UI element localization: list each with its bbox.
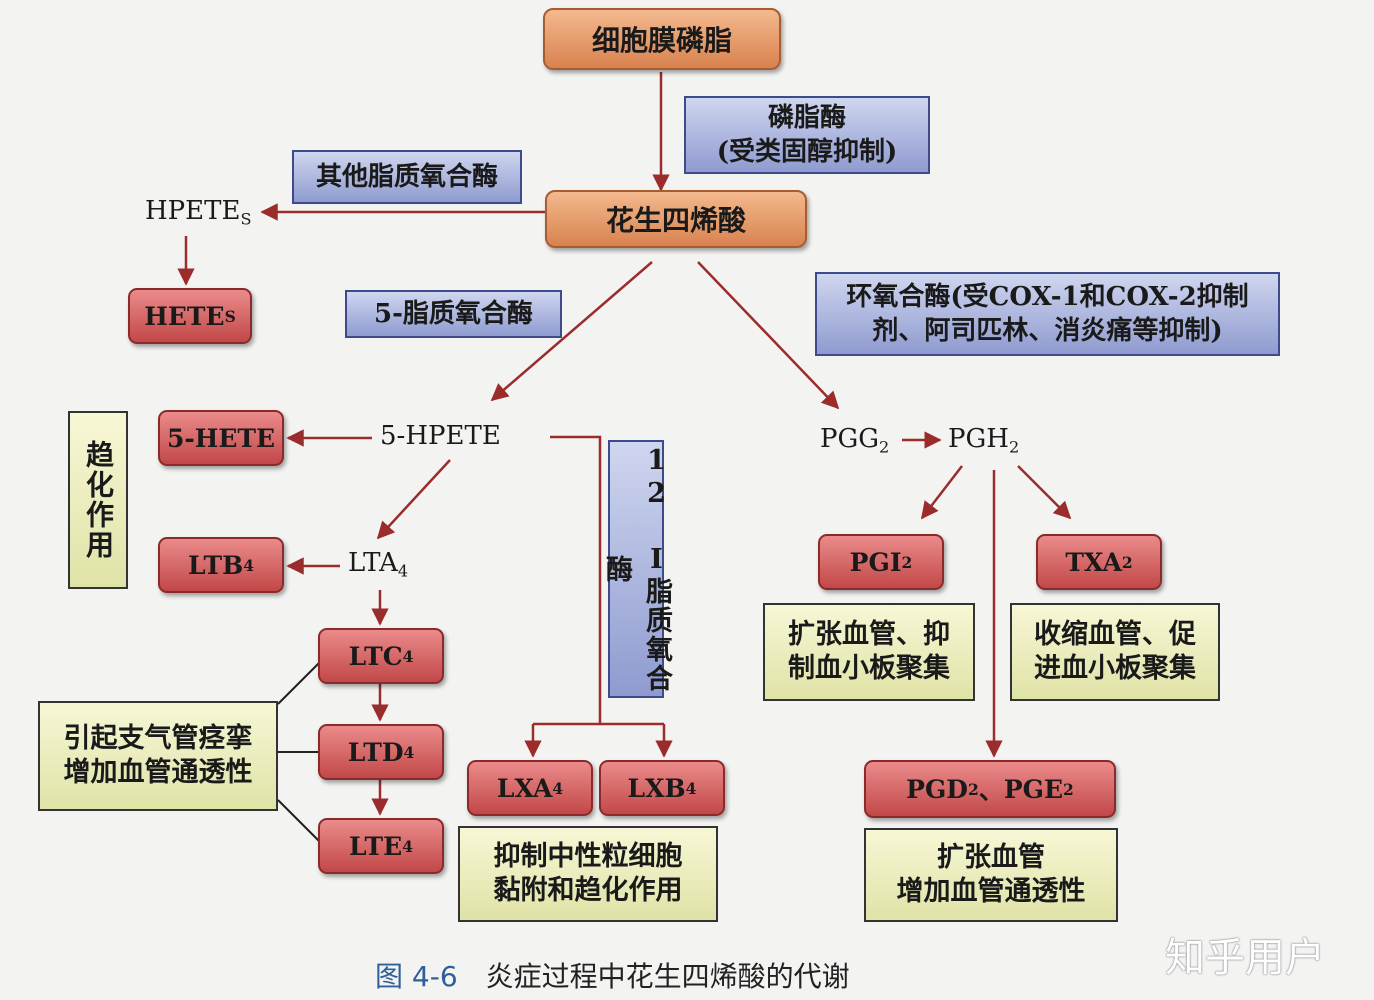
node-5-hpete: 5-HPETE xyxy=(380,421,501,451)
arrow-aa-to-5hpete xyxy=(490,261,653,402)
arrow-pgh2-to-txa2 xyxy=(1017,465,1072,520)
arrow-pgh2-to-pgi2 xyxy=(920,465,963,520)
effect-bronchospasm: 引起支气管痉挛 增加血管通透性 xyxy=(38,701,278,811)
figure-title: 炎症过程中花生四烯酸的代谢 xyxy=(485,960,850,993)
enzyme-cyclooxygenase: 环氧合酶(受COX-1和COX-2抑制 剂、阿司匹林、消炎痛等抑制) xyxy=(815,272,1280,356)
bracket-ltc4 xyxy=(277,661,321,705)
enzyme-other-lipoxygenase: 其他脂质氧合酶 xyxy=(292,150,522,204)
node-5-hete: 5-HETE xyxy=(158,410,284,466)
effect-chemotaxis: 趋化作用 xyxy=(68,411,128,589)
effect-pgd2-pge2: 扩张血管 增加血管通透性 xyxy=(864,828,1118,922)
arrow-5hpete-to-lta4 xyxy=(376,459,451,540)
node-arachidonic-acid: 花生四烯酸 xyxy=(545,190,807,248)
effect-pgi2: 扩张血管、抑 制血小板聚集 xyxy=(763,603,975,701)
node-lta4: LTA4 xyxy=(348,548,409,581)
watermark: 知乎用户 xyxy=(1165,935,1325,981)
node-membrane-phospholipid: 细胞膜磷脂 xyxy=(543,8,781,70)
figure-number: 图 4-6 xyxy=(375,960,458,993)
effect-lipoxins: 抑制中性粒细胞 黏附和趋化作用 xyxy=(458,826,718,922)
arrow-aa-to-pgg2 xyxy=(697,261,840,410)
figure-caption: 图 4-6 炎症过程中花生四烯酸的代谢 xyxy=(375,955,850,995)
enzyme-phospholipase: 磷脂酶 (受类固醇抑制) xyxy=(684,96,930,174)
node-pgh2: PGH2 xyxy=(948,424,1020,457)
line-5hpete-to-12lox xyxy=(533,435,664,726)
enzyme-5-lipoxygenase: 5-脂质氧合酶 xyxy=(345,290,562,338)
bracket-lte4 xyxy=(277,799,321,843)
enzyme-12-lipoxygenase: 12 I脂质氧合酶 xyxy=(601,440,672,698)
node-pgg2: PGG2 xyxy=(820,424,890,457)
node-hpetes: HPETES xyxy=(145,196,252,229)
effect-txa2: 收缩血管、促 进血小板聚集 xyxy=(1010,603,1220,701)
